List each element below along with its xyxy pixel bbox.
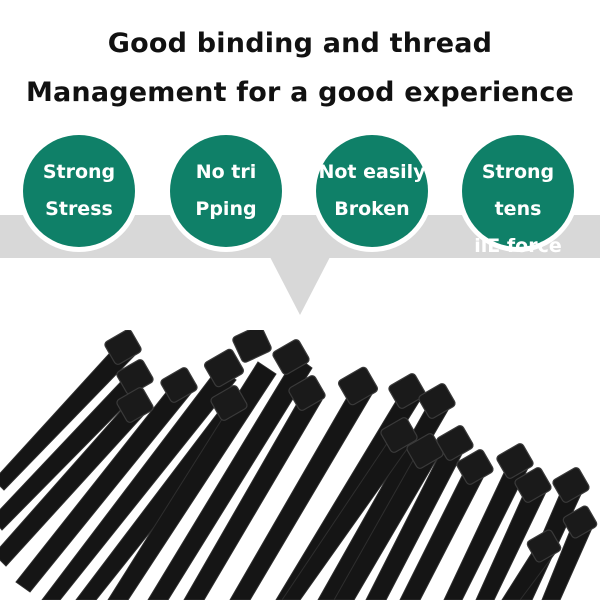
cable-tie-head — [204, 348, 244, 388]
headline-line-2: Management for a good experience — [25, 77, 575, 108]
cable-tie-head — [436, 425, 474, 461]
cable-tie-head — [380, 417, 418, 453]
cable-tie-head — [496, 443, 534, 479]
badge-label-line-2: Pping — [195, 198, 257, 220]
cable-tie-head — [232, 330, 272, 363]
badge-label-line-1: Strong tens — [481, 161, 555, 220]
badge-disc: Strong Stress — [23, 135, 135, 247]
cable-tie-heads — [104, 330, 598, 563]
badge-disc: No tri Pping — [170, 135, 282, 247]
down-arrow-icon — [270, 257, 330, 315]
feature-badge-strong-stress: Strong Stress — [18, 130, 140, 252]
cable-ties-photo — [0, 330, 598, 600]
cable-tie-head — [514, 467, 552, 503]
feature-badge-no-tripping: No tri Pping — [165, 130, 287, 252]
cable-tie-head — [526, 529, 562, 563]
cable-tie-head — [388, 373, 426, 409]
badge-disc: Not easily Broken — [316, 135, 428, 247]
cable-tie-head — [552, 467, 590, 503]
cable-tie-head — [562, 505, 598, 539]
cable-tie-head — [418, 383, 456, 419]
badge-label-line-1: No tri — [195, 161, 257, 183]
cable-tie-head — [210, 385, 248, 421]
cable-tie-head — [456, 449, 494, 485]
cable-ties-group — [0, 343, 593, 600]
badge-label-line-2: ilE force — [474, 235, 562, 257]
cable-tie-strap — [107, 361, 277, 600]
cable-tie-head — [160, 367, 198, 403]
badge-label-line-1: Not easily — [318, 161, 426, 183]
badge-label-line-2: Stress — [45, 198, 113, 220]
badge-label-line-2: Broken — [334, 198, 410, 220]
cable-tie-head — [272, 339, 310, 375]
badge-disc: Strong tens ilE force — [462, 135, 574, 257]
badge-label-line-1: Strong — [42, 161, 116, 183]
cable-tie-head — [116, 387, 154, 423]
cable-tie-head — [288, 375, 326, 411]
feature-badge-not-easily-broken: Not easily Broken — [311, 130, 433, 252]
cable-tie-head — [104, 330, 142, 365]
cable-tie-strap — [147, 355, 313, 600]
headline-line-1: Good binding and thread — [107, 28, 493, 59]
cable-tie-head — [338, 366, 378, 406]
feature-badge-strong-tensile-force: Strong tens ilE force — [457, 130, 579, 257]
